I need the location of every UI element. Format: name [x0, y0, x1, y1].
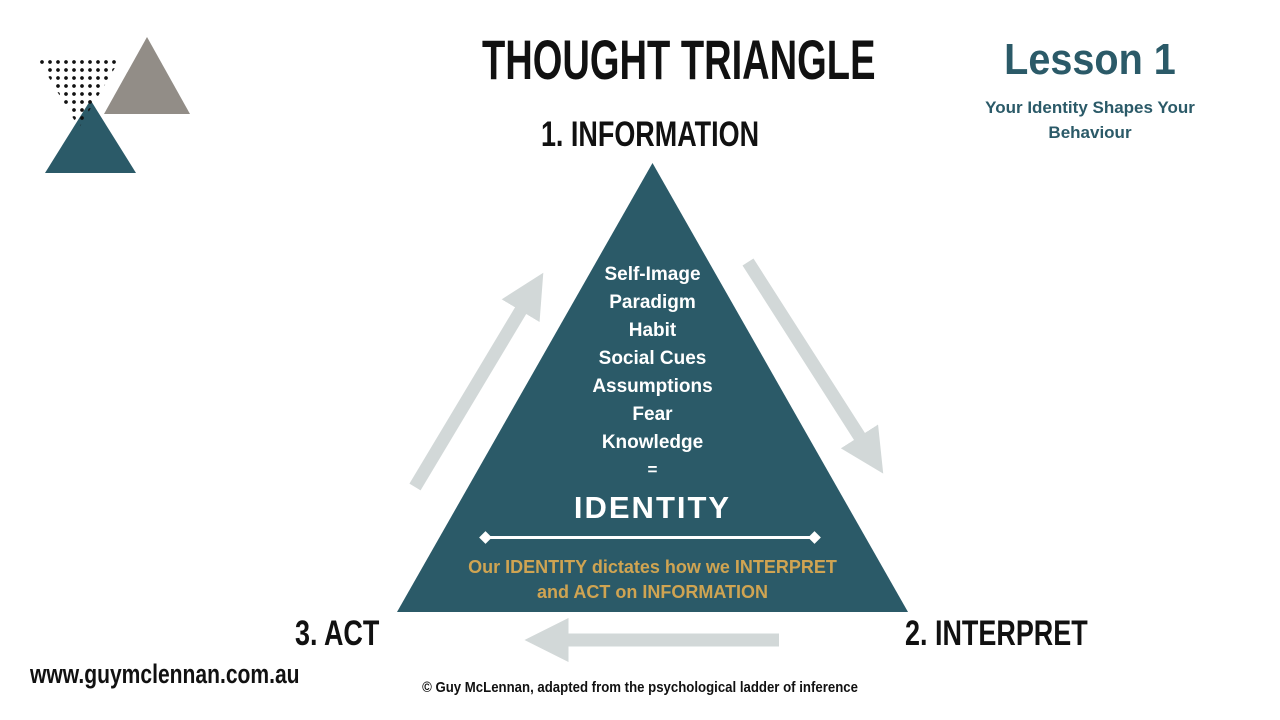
step-label-act: 3. ACT [295, 614, 380, 653]
slide-title: THOUGHT TRIANGLE [482, 28, 876, 91]
logo-dotted-triangle-icon [36, 56, 122, 128]
list-item: Fear [632, 404, 673, 425]
identity-divider-line [485, 536, 815, 539]
lesson-block: Lesson 1 Your Identity Shapes Your Behav… [950, 38, 1230, 145]
copyright-credit: © Guy McLennan, adapted from the psychol… [422, 679, 858, 696]
logo-gray-triangle-icon [104, 37, 190, 114]
lesson-subtitle: Your Identity Shapes Your Behaviour [985, 98, 1195, 142]
thought-triangle-content: Self-Image Paradigm Habit Social Cues As… [397, 163, 908, 612]
website-url: www.guymclennan.com.au [30, 659, 300, 689]
list-item: Habit [628, 320, 677, 341]
identity-result-label: IDENTITY [573, 490, 732, 525]
list-item: Self-Image [604, 264, 701, 285]
caption-line-1: Our IDENTITY dictates how we INTERPRET [468, 557, 837, 577]
list-item: Social Cues [598, 348, 707, 369]
equals-sign: = [647, 460, 658, 479]
identity-components-list: Self-Image Paradigm Habit Social Cues As… [397, 261, 908, 457]
lesson-number: Lesson 1 [1004, 35, 1176, 84]
list-item: Paradigm [609, 292, 696, 313]
list-item: Assumptions [592, 376, 713, 397]
brand-logo [30, 30, 200, 180]
step-label-interpret: 2. INTERPRET [905, 614, 1088, 653]
step-label-information: 1. INFORMATION [540, 115, 760, 154]
list-item: Knowledge [601, 432, 704, 453]
caption-line-2: and ACT on INFORMATION [537, 582, 768, 602]
identity-caption: Our IDENTITY dictates how we INTERPRET a… [397, 555, 908, 605]
